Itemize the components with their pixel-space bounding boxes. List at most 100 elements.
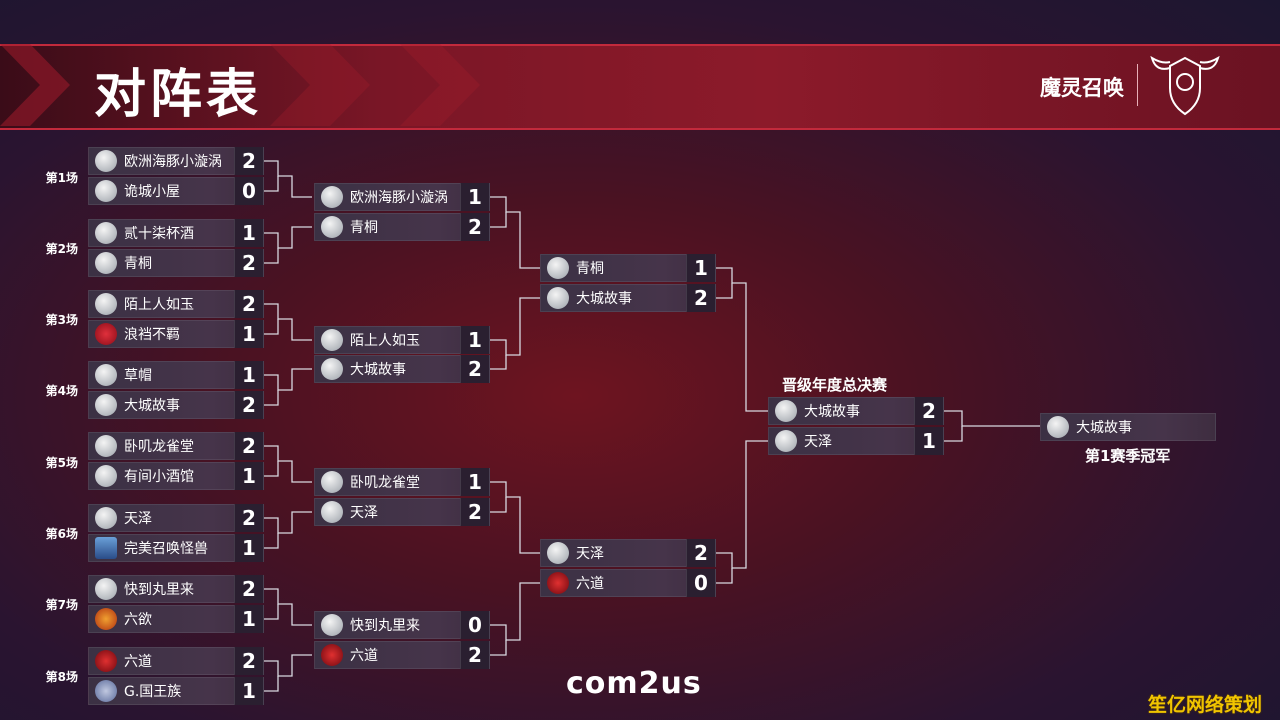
team-slot[interactable]: 天泽 2 [540,539,716,567]
champion-label: 第1赛季冠军 [1085,447,1171,465]
team-name: 青桐 [576,261,604,277]
champion-name: 大城故事 [1076,420,1132,436]
team-score: 1 [234,320,263,348]
team-logo-icon [95,578,117,600]
match-label: 第4场 [45,384,78,398]
team-name: 陌上人如玉 [124,297,194,313]
team-logo-icon [547,542,569,564]
team-score: 2 [234,647,263,675]
team-score: 2 [460,213,489,241]
team-logo-icon [775,400,797,422]
team-score: 0 [234,177,263,205]
team-score: 2 [460,498,489,526]
team-score: 1 [460,183,489,211]
match-label: 第1场 [45,171,78,185]
team-name: 完美召唤怪兽 [124,541,208,557]
team-slot[interactable]: 青桐 2 [88,249,264,277]
team-logo-icon [95,537,117,559]
team-score: 2 [234,290,263,318]
match-label: 第3场 [45,313,78,327]
team-slot[interactable]: 天泽 2 [314,498,490,526]
team-score: 2 [914,397,943,425]
team-score: 1 [234,361,263,389]
team-name: 青桐 [350,220,378,236]
team-slot[interactable]: 陌上人如玉 1 [314,326,490,354]
team-name: 贰十柒杯酒 [124,226,194,242]
team-slot[interactable]: 六道 2 [88,647,264,675]
team-name: 卧叽龙雀堂 [350,475,420,491]
team-slot[interactable]: 六道 2 [314,641,490,669]
team-name: 大城故事 [804,404,860,420]
team-logo-icon [95,650,117,672]
team-name: 欧洲海豚小漩涡 [124,154,222,170]
team-name: 青桐 [124,256,152,272]
team-score: 0 [686,569,715,597]
team-name: 六道 [124,654,152,670]
team-name: 欧洲海豚小漩涡 [350,190,448,206]
team-logo-icon [95,293,117,315]
team-name: 天泽 [350,505,378,521]
team-score: 1 [914,427,943,455]
team-name: 陌上人如玉 [350,333,420,349]
team-logo-icon [95,507,117,529]
team-slot[interactable]: 青桐 1 [540,254,716,282]
team-name: 卧叽龙雀堂 [124,439,194,455]
team-logo-icon [321,501,343,523]
brand-logo: 魔灵召唤 [1040,76,1124,100]
brand-divider [1137,64,1138,106]
team-logo-icon [95,465,117,487]
team-name: 六道 [576,576,604,592]
match-label: 第7场 [45,598,78,612]
team-score: 2 [686,539,715,567]
team-logo-icon [321,329,343,351]
team-logo-icon [321,471,343,493]
team-logo-icon [95,180,117,202]
team-logo-icon [321,358,343,380]
team-name: G.国王族 [124,684,182,700]
team-name: 诡城小屋 [124,184,180,200]
team-score: 2 [234,249,263,277]
team-slot[interactable]: 大城故事 2 [768,397,944,425]
team-slot[interactable]: 欧洲海豚小漩涡 1 [314,183,490,211]
team-logo-icon [95,435,117,457]
team-slot[interactable]: 青桐 2 [314,213,490,241]
team-name: 大城故事 [350,362,406,378]
team-name: 天泽 [576,546,604,562]
team-slot[interactable]: 诡城小屋 0 [88,177,264,205]
team-score: 2 [460,641,489,669]
team-score: 2 [686,284,715,312]
team-score: 1 [460,326,489,354]
header-band [0,44,1280,130]
team-logo-icon [321,614,343,636]
team-logo-icon [547,287,569,309]
team-logo-icon [95,364,117,386]
team-logo-icon [775,430,797,452]
team-slot[interactable]: 六道 0 [540,569,716,597]
team-score: 1 [686,254,715,282]
match-label: 第5场 [45,456,78,470]
team-name: 有间小酒馆 [124,469,194,485]
champion-slot[interactable]: 大城故事 [1040,413,1216,441]
match-label: 第2场 [45,242,78,256]
team-slot[interactable]: 陌上人如玉 2 [88,290,264,318]
team-name: 六道 [350,648,378,664]
team-logo-icon [95,680,117,702]
